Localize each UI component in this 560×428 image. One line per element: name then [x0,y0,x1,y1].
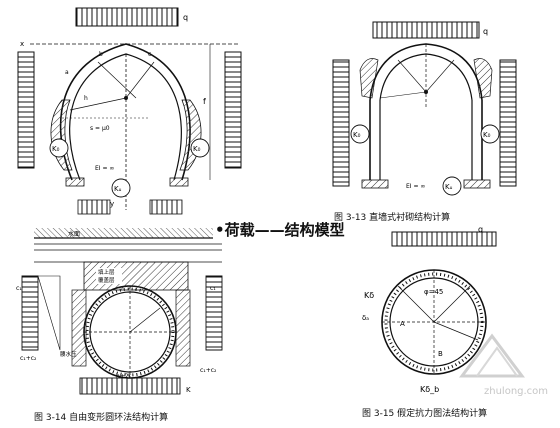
main-title: •荷载——结构模型 [213,219,347,240]
svg-text:h+2r: h+2r [116,373,132,380]
svg-text:覆盖层: 覆盖层 [98,276,115,284]
svg-text:c₁+c₂: c₁+c₂ [20,355,37,362]
svg-text:b: b [99,51,103,58]
svg-text:c₁: c₁ [16,285,22,292]
right-lateral-load [224,51,242,169]
caption-fig-3-15: 图 3-15 假定抗力图法结构计算 [362,409,488,419]
svg-text:a: a [65,69,69,76]
svg-text:水面: 水面 [68,230,80,238]
label-K0-left: K₀ [52,145,60,153]
svg-text:K₀: K₀ [353,131,361,139]
svg-text:f: f [203,97,206,106]
watermark-logo [459,333,525,378]
svg-text:K: K [186,386,191,394]
svg-text:Kᵤ: Kᵤ [445,183,453,191]
svg-text:φ=45: φ=45 [424,288,443,296]
fig-3-14: 水面 填上层 覆盖层 c₁ c₁ c₁+c₂ c₁+c₂ 腰水压 h+2r K [16,228,223,395]
top-load-q [75,7,179,27]
svg-text:q: q [478,225,483,234]
svg-text:q: q [483,27,488,36]
watermark-text: zhulong.com [484,386,549,397]
svg-text:c: c [148,51,151,58]
arch-inner [69,53,182,181]
fig15-top-load [391,231,497,247]
left-lateral-load [17,51,35,169]
label-K0-right: K₀ [193,145,201,153]
svg-text:y: y [110,200,114,208]
svg-text:EI = ∞: EI = ∞ [95,165,114,172]
svg-text:s = μ0: s = μ0 [90,125,110,132]
svg-text:c₁: c₁ [210,285,216,292]
label-q: q [183,13,188,22]
svg-text:B: B [438,350,443,358]
caption-fig-3-13: 图 3-13 直墙式衬砌结构计算 [334,213,451,223]
svg-text:h: h [84,95,88,102]
fig-3-13: q K₀ K₀ Kᵤ EI = ∞ [332,21,517,196]
svg-text:EI = ∞: EI = ∞ [406,183,425,190]
svg-text:K₀: K₀ [483,131,491,139]
fig-3-12: q x f b a c h s = μ0 EI = ∞ y K₀ [17,7,242,215]
svg-text:Kδ_b: Kδ_b [420,385,439,394]
arch-outer [59,43,191,181]
svg-text:Kδ: Kδ [364,291,374,300]
caption-fig-3-14: 图 3-14 自由变形圆环法结构计算 [34,413,169,423]
svg-text:腰水压: 腰水压 [60,350,77,358]
svg-text:x: x [20,40,24,48]
label-Ku: Kᵤ [114,185,122,193]
svg-text:c₁+c₂: c₁+c₂ [200,367,217,374]
svg-text:填上层: 填上层 [98,268,115,276]
svg-text:A: A [400,320,405,328]
svg-text:δₐ: δₐ [362,314,369,322]
fig13-top-load [372,21,480,39]
fig-3-15: q φ=45 A B Kδ δₐ Kδ_b [362,225,497,394]
